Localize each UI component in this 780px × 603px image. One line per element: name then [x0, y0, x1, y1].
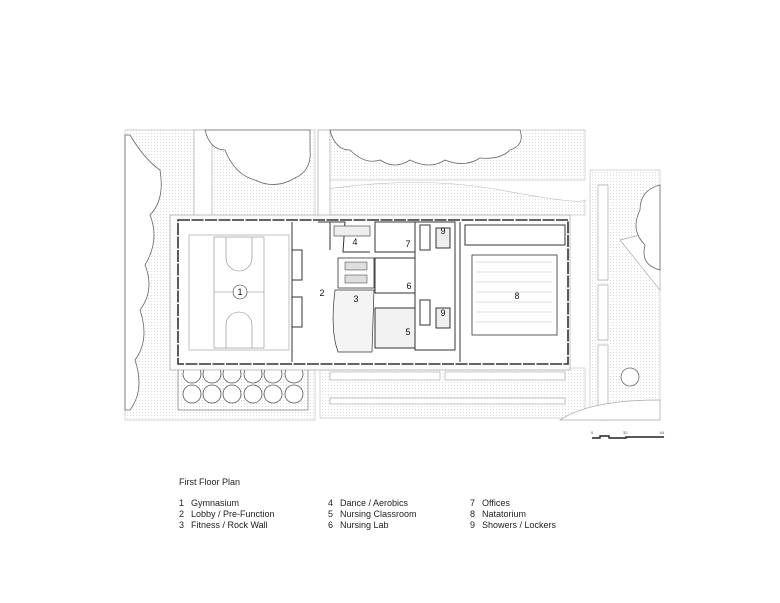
room-tag-1: 1 — [237, 287, 242, 297]
room-tag-6: 6 — [406, 281, 411, 291]
room-tag-7: 7 — [405, 239, 410, 249]
drawing-title: First Floor Plan — [179, 477, 241, 487]
room-tag-5: 5 — [405, 327, 410, 337]
tree-canopies — [124, 129, 661, 411]
room-tag-8: 8 — [514, 291, 519, 301]
room-tags: 1 2 3 4 5 6 7 8 9 9 — [232, 226, 520, 337]
room-tag-2: 2 — [319, 288, 324, 298]
site-paths — [193, 129, 661, 421]
scale-label-32: 32 — [623, 430, 628, 435]
room-tag-9a: 9 — [440, 226, 445, 236]
building — [169, 214, 571, 371]
room-tag-9b: 9 — [440, 308, 445, 318]
scale-label-64: 64 — [660, 430, 665, 435]
room-tag-3: 3 — [353, 294, 358, 304]
scale-bar: 0 32 64 — [591, 430, 665, 439]
scale-label-0: 0 — [591, 430, 594, 435]
room-tag-4: 4 — [352, 237, 357, 247]
